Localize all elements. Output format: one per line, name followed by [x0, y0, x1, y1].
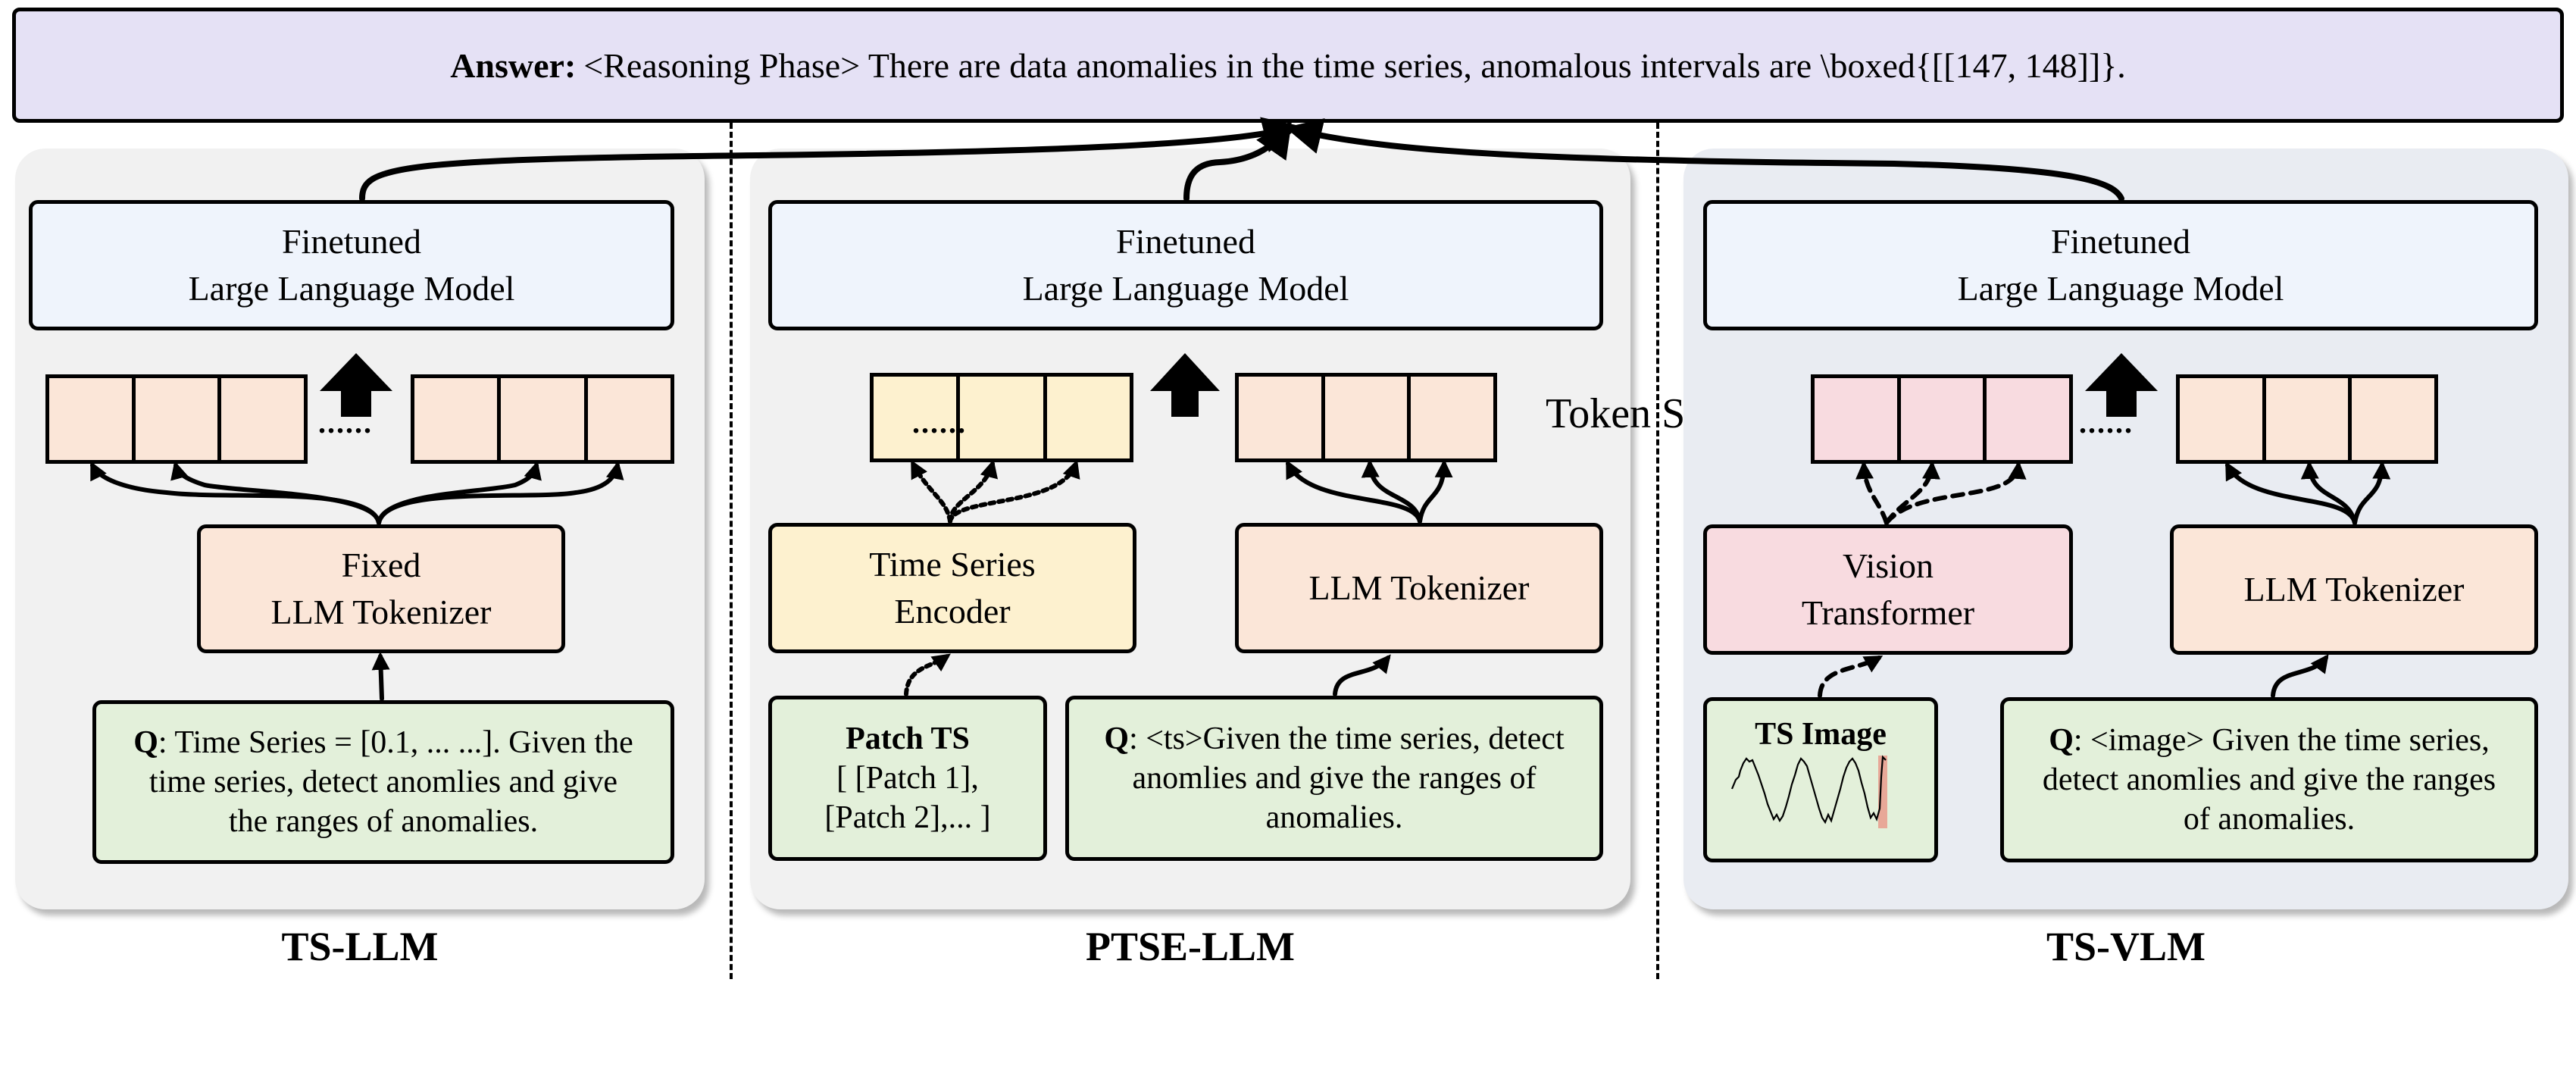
ts-llm-query-box: Q: Time Series = [0.1, ... ...]. Given t…: [92, 700, 674, 864]
query-text: : <ts>Given the time series, detect anom…: [1129, 721, 1565, 835]
token-cell: [501, 378, 588, 460]
ts-vlm-tokenizer-box: LLM Tokenizer: [2170, 524, 2538, 655]
ptse-llm-tokenizer-box: LLM Tokenizer: [1235, 523, 1603, 653]
ptse-llm-finetuned-llm-box: Finetuned Large Language Model: [768, 200, 1603, 330]
q-label: Q: [2049, 723, 2074, 758]
ts-vlm-title: TS-VLM: [2046, 924, 2206, 969]
token-cell: [136, 378, 222, 460]
llm-line1: Finetuned: [2051, 222, 2190, 261]
token-cell: [960, 377, 1047, 458]
ptse-llm-query-box: Q: <ts>Given the time series, detect ano…: [1065, 696, 1603, 861]
ts-llm-title: TS-LLM: [281, 924, 439, 969]
patch-title: Patch TS: [846, 721, 970, 756]
llm-line2: Large Language Model: [1957, 269, 2284, 308]
ts-vlm-ellipsis: ......: [2079, 405, 2134, 440]
token-cell: [2180, 378, 2266, 460]
vit-line1: Vision: [1843, 546, 1934, 585]
q-label: Q: [133, 725, 158, 760]
token-cell: [1411, 377, 1493, 458]
ts-llm-token-group-left: [45, 374, 308, 464]
ts-image-title: TS Image: [1755, 717, 1887, 752]
ts-image-plot: [1730, 755, 1887, 828]
ptse-llm-ellipsis: ......: [912, 405, 967, 440]
ptse-llm-patch-ts-box: Patch TS [ [Patch 1], [Patch 2],... ]: [768, 696, 1047, 861]
token-cell: [874, 377, 961, 458]
query-text: : <image> Given the time series, detect …: [2042, 723, 2496, 837]
tokenizer-line1: Fixed: [341, 546, 421, 584]
token-cell: [588, 378, 671, 460]
token-cell: [2352, 378, 2434, 460]
token-cell: [1815, 378, 1901, 460]
ts-llm-token-group-right: [411, 374, 674, 464]
encoder-line1: Time Series: [869, 545, 1036, 584]
token-cell: [1901, 378, 1987, 460]
tokenizer-line1: LLM Tokenizer: [2243, 570, 2465, 609]
ts-llm-fixed-tokenizer-box: Fixed LLM Tokenizer: [197, 524, 565, 653]
llm-line1: Finetuned: [1116, 222, 1255, 261]
divider-left: [730, 123, 733, 979]
query-text: : Time Series = [0.1, ... ...]. Given th…: [148, 725, 633, 839]
encoder-line2: Encoder: [894, 592, 1011, 630]
vit-line2: Transformer: [1801, 593, 1975, 632]
token-cell: [49, 378, 136, 460]
ts-vlm-image-token-group: [1811, 374, 2073, 464]
token-cell: [1239, 377, 1325, 458]
divider-right: [1656, 123, 1659, 979]
ptse-llm-ts-token-group: [870, 373, 1133, 462]
ptse-llm-text-token-group: [1235, 373, 1497, 462]
token-cell: [1987, 378, 2069, 460]
ptse-llm-ts-encoder-box: Time Series Encoder: [768, 523, 1136, 653]
llm-line2: Large Language Model: [1022, 269, 1349, 308]
ts-vlm-text-token-group: [2176, 374, 2438, 464]
ts-llm-ellipsis: ......: [318, 405, 373, 440]
anomaly-highlight: [1878, 756, 1887, 828]
ts-vlm-query-box: Q: <image> Given the time series, detect…: [2000, 697, 2538, 862]
ptse-llm-title: PTSE-LLM: [1085, 924, 1296, 969]
token-cell: [221, 378, 304, 460]
answer-text: <Reasoning Phase> There are data anomali…: [583, 45, 2126, 85]
patch-line2: [Patch 2],... ]: [824, 800, 991, 835]
ts-image-waveform: [1730, 755, 1887, 824]
tokenizer-line1: LLM Tokenizer: [1308, 568, 1530, 607]
ts-llm-finetuned-llm-box: Finetuned Large Language Model: [29, 200, 674, 330]
answer-label: Answer:: [450, 45, 577, 85]
token-cell: [1047, 377, 1130, 458]
patch-line1: [ [Patch 1],: [836, 761, 979, 796]
tokenizer-line2: LLM Tokenizer: [270, 593, 492, 631]
llm-line2: Large Language Model: [188, 269, 515, 308]
ts-vlm-ts-image-box: TS Image: [1703, 697, 1938, 862]
token-cell: [1325, 377, 1411, 458]
token-cell: [414, 378, 502, 460]
answer-box: Answer: <Reasoning Phase> There are data…: [12, 8, 2564, 123]
token-cell: [2266, 378, 2352, 460]
q-label: Q: [1104, 721, 1130, 756]
llm-line1: Finetuned: [282, 222, 421, 261]
ts-vlm-finetuned-llm-box: Finetuned Large Language Model: [1703, 200, 2538, 330]
ts-vlm-vision-transformer-box: Vision Transformer: [1703, 524, 2073, 655]
